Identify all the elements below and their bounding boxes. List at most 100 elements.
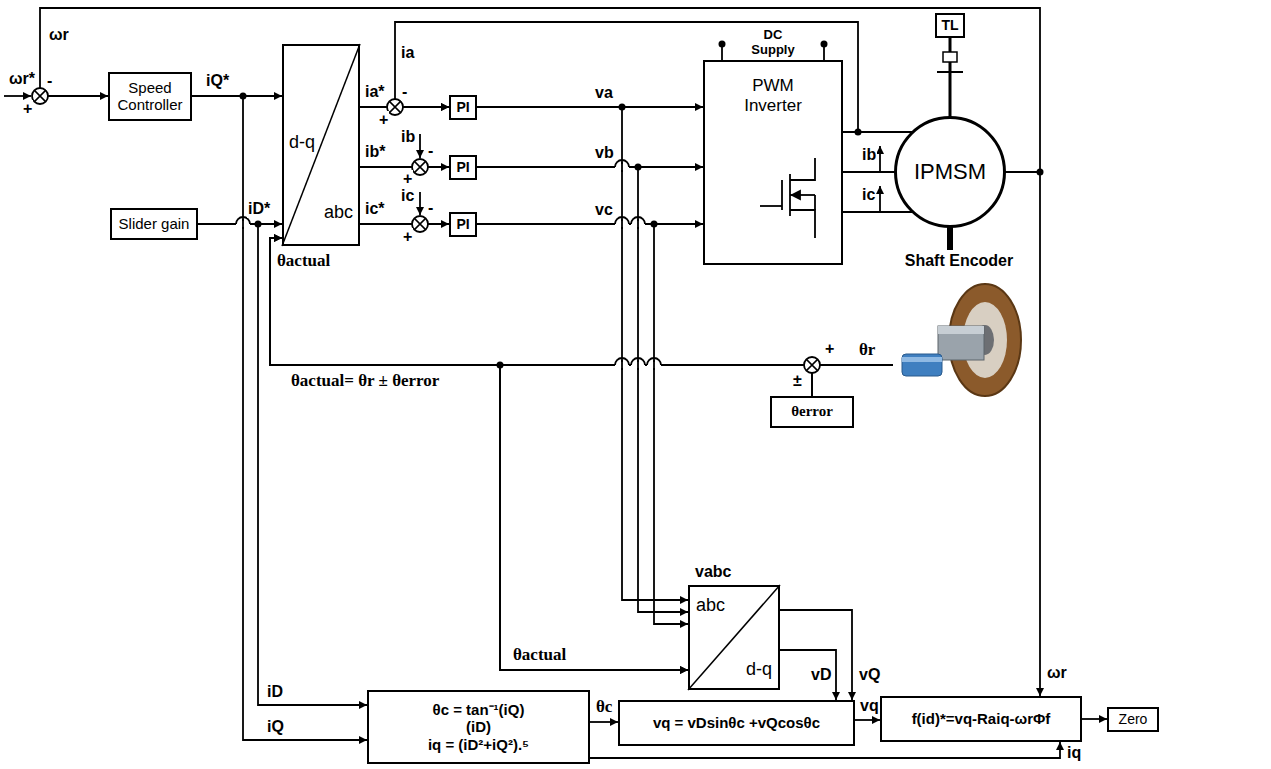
edge-label: vc <box>594 201 614 219</box>
node-text: Zero <box>1119 711 1148 727</box>
signal-connector <box>270 238 893 365</box>
edge-label: iq <box>1066 744 1082 762</box>
sign-label: - <box>427 142 434 160</box>
signal-connector <box>477 107 688 600</box>
sign-label: ± <box>792 372 803 390</box>
edge-label: iD <box>266 683 284 701</box>
signal-connector <box>780 610 852 700</box>
signal-connector <box>395 22 858 132</box>
sign-label: + <box>402 228 413 246</box>
ipmsm-motor: IPMSM <box>894 116 1006 228</box>
junction-cross <box>806 359 817 370</box>
signal-connector <box>1082 718 1107 720</box>
hop-arc <box>236 217 250 224</box>
encoder-shaft <box>902 354 942 376</box>
theta-error-box: θerror <box>770 396 854 428</box>
line-hop <box>615 358 629 370</box>
node-text: iq = (iD²+iQ²).⁵ <box>428 736 529 753</box>
signal-connector <box>198 224 367 705</box>
load-torque-box: TL <box>935 13 965 38</box>
sign-label: + <box>378 111 389 129</box>
sign-label: + <box>22 100 33 118</box>
node-text: (iD) <box>466 718 491 735</box>
pi-controller-box: PI <box>449 212 477 237</box>
line-hop <box>615 217 629 229</box>
node-text: vq = vDsinθc +vQcosθc <box>653 714 820 731</box>
signal-connector <box>477 224 688 624</box>
hop-arc <box>615 217 629 224</box>
edge-label: vq <box>859 697 880 715</box>
node-text: θerror <box>791 403 833 420</box>
signal-label: θr <box>858 341 876 360</box>
zero-box: Zero <box>1107 707 1159 732</box>
signal-label: ωr* <box>8 70 36 88</box>
node-text: TL <box>941 17 958 33</box>
motor-circle <box>896 118 1005 227</box>
node-text: DC Supply <box>751 28 794 58</box>
junction-cross <box>389 101 400 112</box>
summing-junction <box>412 216 428 232</box>
encoder-shaft-highlight <box>902 357 942 362</box>
edge-label: vb <box>594 144 615 162</box>
encoder-body <box>938 326 984 360</box>
terminal-dot <box>719 41 726 48</box>
signal-connector <box>40 8 1040 172</box>
encoder-body-highlight <box>938 326 984 334</box>
vq-calc-box: vq = vDsinθc +vQcosθc <box>618 700 855 746</box>
body-tie <box>814 195 816 210</box>
source-lead <box>790 210 815 238</box>
signal-connector <box>843 211 912 213</box>
signal-connector <box>949 38 952 118</box>
hop-wire <box>637 360 639 370</box>
hop-wire <box>653 360 655 370</box>
hop-wire <box>621 360 623 370</box>
sign-label: - <box>427 199 434 217</box>
junction-dot <box>1037 169 1044 176</box>
input-arrow <box>4 95 31 97</box>
junction-circle <box>412 216 428 232</box>
dq-to-abc-transform-box: d-qabc <box>282 44 360 246</box>
line-hop <box>631 217 645 229</box>
junction-cross <box>34 90 45 101</box>
junction-circle <box>387 99 403 115</box>
summing-junction <box>412 159 428 175</box>
edge-label: ic* <box>364 200 386 218</box>
edge-label: vQ <box>858 666 881 684</box>
feedback-arrow <box>419 134 421 158</box>
mosfet-symbol <box>760 158 815 238</box>
edge-label: ia* <box>364 83 386 101</box>
edge-label: ib* <box>364 143 386 161</box>
line-hop <box>236 217 250 229</box>
junction-circle <box>32 88 48 104</box>
node-text: IPMSM <box>914 159 986 184</box>
sign-label: + <box>824 340 835 358</box>
edge-label: iQ <box>266 718 285 736</box>
node-text: PI <box>456 216 469 232</box>
node-text: PWM Inverter <box>744 76 802 115</box>
drain-lead <box>790 158 815 180</box>
pi-controller-box: PI <box>449 95 477 120</box>
edge-label: vD <box>810 666 832 684</box>
signal-label: ic <box>861 186 876 204</box>
edge-label: ωr <box>48 26 70 44</box>
speed-controller-box: Speed Controller <box>108 72 192 121</box>
signal-connector <box>360 223 449 225</box>
node-text: abc <box>324 202 353 223</box>
node-text: d-q <box>746 659 772 680</box>
gate-plate <box>781 180 783 210</box>
junction-dot <box>619 104 626 111</box>
node-text: f(id)*=vq-Raiq-ωrΦf <box>912 710 1051 727</box>
hop-arc <box>631 217 645 224</box>
shaft-encoder-illustration <box>902 284 1021 396</box>
node-text: θc = tan⁻¹(iQ) <box>433 701 525 718</box>
hop-arc <box>615 160 629 167</box>
signal-label: ib <box>400 128 416 146</box>
shaft-encoder: Shaft Encoder <box>893 250 1025 410</box>
current-sense-arrow <box>879 186 881 212</box>
hop-arc <box>647 358 661 365</box>
node-text: Shaft Encoder <box>905 252 1013 270</box>
junction-circle <box>804 357 820 373</box>
pi-controller-box: PI <box>449 155 477 180</box>
junction-cross <box>414 218 425 229</box>
